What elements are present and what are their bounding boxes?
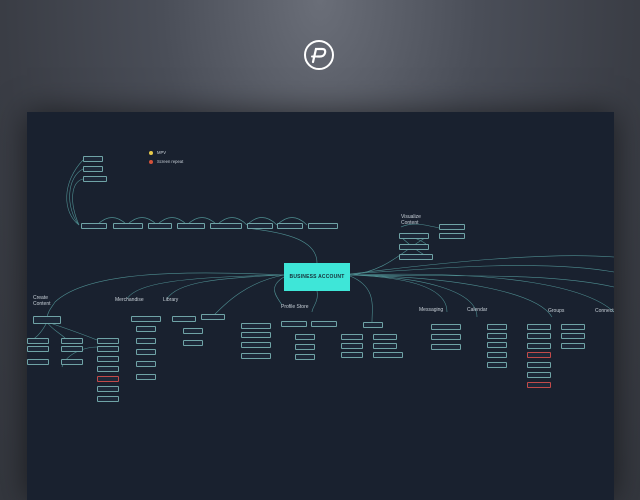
sitemap-board[interactable]: MPV Screen repeat Visualize Content BUSI… xyxy=(27,112,614,500)
diagram-node[interactable] xyxy=(183,340,203,346)
diagram-node[interactable] xyxy=(527,333,551,339)
diagram-node[interactable] xyxy=(439,233,465,239)
diagram-node[interactable] xyxy=(148,223,172,229)
diagram-node[interactable] xyxy=(136,361,156,367)
diagram-node[interactable] xyxy=(136,374,156,380)
diagram-node[interactable] xyxy=(27,359,49,365)
diagram-node[interactable] xyxy=(131,316,161,322)
diagram-node[interactable] xyxy=(97,356,119,362)
diagram-node[interactable] xyxy=(373,334,397,340)
diagram-node[interactable] xyxy=(183,328,203,334)
diagram-node[interactable] xyxy=(33,316,61,324)
diagram-node[interactable] xyxy=(561,324,585,330)
legend-item-mpv: MPV xyxy=(149,150,166,155)
diagram-node[interactable] xyxy=(97,338,119,344)
section-merchandise: Merchandise xyxy=(115,297,144,303)
section-visualize-content: Visualize Content xyxy=(401,214,421,226)
diagram-node[interactable] xyxy=(172,316,196,322)
diagram-node[interactable] xyxy=(27,346,49,352)
diagram-node[interactable] xyxy=(97,396,119,402)
section-library: Library xyxy=(163,297,179,303)
legend-item-screen-repeat: Screen repeat xyxy=(149,159,183,164)
diagram-node[interactable] xyxy=(83,176,107,182)
diagram-node[interactable] xyxy=(277,223,303,229)
section-messaging: Messaging xyxy=(419,307,444,313)
diagram-node[interactable] xyxy=(97,366,119,372)
diagram-node[interactable] xyxy=(431,334,461,340)
diagram-node[interactable] xyxy=(561,343,585,349)
diagram-node[interactable] xyxy=(527,343,551,349)
diagram-node[interactable] xyxy=(241,332,271,338)
diagram-node[interactable] xyxy=(136,338,156,344)
diagram-node[interactable] xyxy=(201,314,225,320)
diagram-node[interactable] xyxy=(83,166,103,172)
diagram-node[interactable] xyxy=(61,346,83,352)
diagram-node[interactable] xyxy=(247,223,273,229)
diagram-node[interactable] xyxy=(295,354,315,360)
diagram-node[interactable] xyxy=(487,324,507,330)
diagram-node[interactable] xyxy=(136,349,156,355)
section-create-content: Create Content xyxy=(33,295,51,307)
legend-label: MPV xyxy=(157,150,167,155)
section-profile-store: Profile Store xyxy=(281,304,309,310)
diagram-node[interactable] xyxy=(373,343,397,349)
diagram-node[interactable] xyxy=(177,223,205,229)
diagram-node[interactable] xyxy=(341,334,363,340)
diagram-node[interactable] xyxy=(439,224,465,230)
diagram-node[interactable] xyxy=(97,386,119,392)
diagram-node[interactable] xyxy=(295,334,315,340)
diagram-node[interactable] xyxy=(561,333,585,339)
diagram-node[interactable] xyxy=(281,321,307,327)
diagram-node[interactable] xyxy=(487,352,507,358)
diagram-node[interactable] xyxy=(487,333,507,339)
diagram-node[interactable] xyxy=(527,362,551,368)
diagram-node[interactable] xyxy=(83,156,103,162)
diagram-node[interactable] xyxy=(27,338,49,344)
diagram-node[interactable] xyxy=(308,223,338,229)
diagram-node[interactable] xyxy=(431,344,461,350)
diagram-node[interactable] xyxy=(81,223,107,229)
screen-repeat-dot-icon xyxy=(149,159,153,164)
diagram-node[interactable] xyxy=(399,254,433,260)
diagram-node[interactable] xyxy=(311,321,337,327)
diagram-node[interactable] xyxy=(241,353,271,359)
connection-lines xyxy=(31,159,614,368)
diagram-node[interactable] xyxy=(61,359,83,365)
diagram-node[interactable] xyxy=(341,352,363,358)
diagram-node[interactable] xyxy=(97,376,119,382)
diagram-node[interactable] xyxy=(341,343,363,349)
diagram-node[interactable] xyxy=(295,344,315,350)
business-account-root[interactable]: BUSINESS ACCOUNT xyxy=(284,263,350,291)
diagram-node[interactable] xyxy=(487,342,507,348)
section-groups: Groups xyxy=(548,308,565,314)
diagram-node[interactable] xyxy=(241,323,271,329)
diagram-node[interactable] xyxy=(210,223,242,229)
section-calendar: Calendar xyxy=(467,307,488,313)
diagram-node[interactable] xyxy=(527,324,551,330)
diagram-node[interactable] xyxy=(136,326,156,332)
diagram-node[interactable] xyxy=(61,338,83,344)
diagram-node[interactable] xyxy=(97,346,119,352)
diagram-node[interactable] xyxy=(373,352,403,358)
diagram-node[interactable] xyxy=(527,382,551,388)
brand-logo-icon xyxy=(304,40,334,70)
diagram-node[interactable] xyxy=(399,233,429,239)
diagram-node[interactable] xyxy=(527,372,551,378)
legend-label: Screen repeat xyxy=(157,159,184,164)
mpv-dot-icon xyxy=(149,150,153,155)
section-connect: Connect xyxy=(595,308,614,314)
diagram-node[interactable] xyxy=(113,223,143,229)
diagram-node[interactable] xyxy=(487,362,507,368)
diagram-node[interactable] xyxy=(431,324,461,330)
diagram-node[interactable] xyxy=(241,342,271,348)
diagram-node[interactable] xyxy=(399,244,429,250)
diagram-node[interactable] xyxy=(527,352,551,358)
diagram-node[interactable] xyxy=(363,322,383,328)
